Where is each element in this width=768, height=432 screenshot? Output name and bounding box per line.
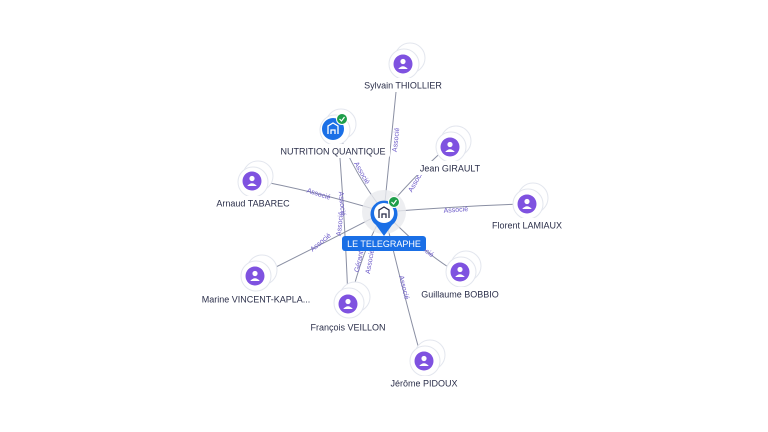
person-node-guillaume[interactable]: Guillaume BOBBIO	[414, 250, 506, 301]
edge-label-arnaud: Associé	[306, 187, 332, 201]
person-label: François VEILLON	[310, 323, 385, 333]
edge-label-company-francois: Associé	[337, 191, 347, 216]
person-node-jerome[interactable]: Jérôme PIDOUX	[383, 339, 465, 390]
person-icon	[419, 355, 429, 366]
edge-sylvain	[383, 71, 399, 213]
person-label: Jean GIRAULT	[420, 164, 481, 174]
edge-label-florent: Associé	[443, 206, 468, 215]
verified-check-icon	[388, 196, 400, 208]
person-icon	[250, 270, 260, 281]
person-label: Sylvain THIOLLIER	[364, 81, 442, 91]
person-icon	[522, 198, 532, 209]
person-icon	[247, 175, 257, 186]
person-node-jean[interactable]: Jean GIRAULT	[414, 125, 486, 175]
center-node-le-telegraphe[interactable]: LE TELEGRAPHE	[342, 190, 426, 251]
person-node-florent[interactable]: Florent LAMIAUX	[484, 182, 570, 232]
edge-label-extra-2: Associé	[336, 211, 346, 236]
edge-label-marine: Associé	[309, 232, 332, 253]
center-label: LE TELEGRAPHE	[347, 239, 421, 249]
person-icon	[343, 298, 353, 309]
person-node-marine[interactable]: Marine VINCENT-KAPLA...	[194, 254, 318, 306]
verified-check-icon	[336, 113, 348, 125]
company-label-nutrition: NUTRITION QUANTIQUE	[281, 147, 386, 157]
person-label: Jérôme PIDOUX	[390, 379, 457, 389]
edge-label-company: Associé	[352, 161, 370, 186]
person-label: Guillaume BOBBIO	[421, 290, 499, 300]
person-label: Florent LAMIAUX	[492, 221, 562, 231]
person-icon	[455, 266, 465, 277]
person-node-sylvain[interactable]: Sylvain THIOLLIER	[358, 42, 448, 92]
person-label: Marine VINCENT-KAPLA...	[202, 295, 311, 305]
person-icon	[398, 58, 408, 69]
edge-label-francois: Gérant	[354, 250, 365, 272]
person-label: Arnaud TABAREC	[216, 199, 290, 209]
company-node-nutrition[interactable]: NUTRITION QUANTIQUE	[276, 108, 390, 158]
person-node-arnaud[interactable]: Arnaud TABAREC	[208, 160, 298, 210]
edge-label-extra-1: Associé	[365, 249, 376, 274]
building-icon	[378, 206, 390, 218]
person-node-francois[interactable]: François VEILLON	[303, 281, 393, 334]
edge-label-sylvain: Associé	[392, 127, 402, 152]
edge-label-jerome: Associé	[397, 275, 410, 301]
building-icon	[327, 122, 339, 134]
person-icon	[445, 141, 455, 152]
